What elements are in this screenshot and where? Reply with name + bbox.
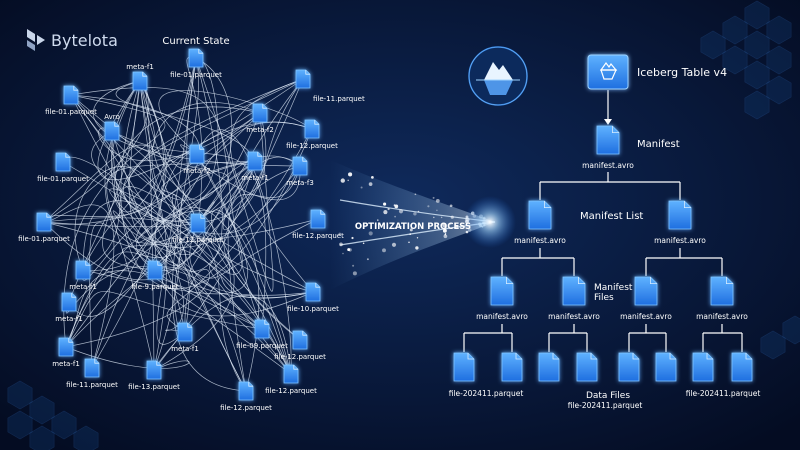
file-icon: [75, 260, 91, 280]
manifest-list-label: Manifest List: [580, 211, 643, 222]
file-icon: [304, 119, 320, 139]
file-label: file-09.parquet: [236, 342, 288, 350]
file-icon: [61, 292, 77, 312]
manifest-file-icon: [596, 125, 620, 155]
file-label: file-01.parquet: [37, 175, 89, 183]
file-icon: [247, 151, 263, 171]
file-label: file-9.parquet: [131, 283, 179, 291]
file-icon: [36, 212, 52, 232]
data-file-icon: [618, 352, 640, 382]
file-icon: [55, 152, 71, 172]
file-icon: [292, 156, 308, 176]
file-label: meta-f1: [69, 283, 97, 291]
file-label: meta-f1: [55, 315, 83, 323]
file-label: meta-f2: [183, 167, 211, 175]
tangled-connections: [43, 56, 319, 392]
file-label: meta-f1: [52, 360, 80, 368]
file-label: file-01.parquet: [18, 235, 70, 243]
manifest-files-file-icon: [710, 276, 734, 306]
manifest-file-label: manifest.avro: [582, 161, 634, 170]
file-icon: [189, 144, 205, 164]
bytelota-logo-icon: [27, 29, 45, 51]
data-file-label: file-202411.parquet: [686, 389, 761, 398]
manifest-files-file-icon: [562, 276, 586, 306]
file-icon: [292, 330, 308, 350]
manifest-files-file-label: manifest.avro: [696, 312, 748, 321]
manifest-list-file-label: manifest.avro: [514, 236, 566, 245]
file-label: file-12.parquet: [220, 404, 272, 412]
manifest-list-file-icon: [528, 200, 552, 230]
data-file-icon: [501, 352, 523, 382]
file-icon: [188, 48, 204, 68]
file-icon: [295, 69, 311, 89]
data-file-icon: [692, 352, 714, 382]
file-label: file-10.parquet: [287, 305, 339, 313]
file-label: file-11.parquet: [66, 381, 118, 389]
iceberg-badge-icon: [468, 46, 528, 106]
data-file-icon: [538, 352, 560, 382]
data-files-label: Data Files: [586, 391, 630, 401]
file-label: Avro: [104, 113, 120, 121]
file-icon: [254, 319, 270, 339]
file-icon: [63, 85, 79, 105]
file-icon: [58, 337, 74, 357]
file-icon: [252, 103, 268, 123]
left-file-cluster: file-01.parquet file-11.parquet meta-f1 fil…: [18, 48, 365, 412]
brand-name: Bytelota: [51, 31, 118, 50]
brand-logo: Bytelota: [27, 29, 118, 51]
file-label: meta-f3: [286, 179, 314, 187]
energy-burst: [464, 196, 516, 248]
file-label: file-12.parquet: [172, 236, 224, 244]
data-file-icon: [453, 352, 475, 382]
manifest-files-file-label: manifest.avro: [476, 312, 528, 321]
data-file-icon: [655, 352, 677, 382]
optimization-stream: [330, 160, 516, 290]
manifest-files-file-icon: [634, 276, 658, 306]
current-state-title: Current State: [162, 36, 229, 47]
iceberg-tree: manifest.avro manifest.avro manifest.avro m…: [449, 125, 761, 410]
file-icon: [190, 213, 206, 233]
manifest-files-file-icon: [490, 276, 514, 306]
file-icon: [283, 364, 299, 384]
file-icon: [132, 71, 148, 91]
file-label: file-12.parquet: [286, 142, 338, 150]
file-icon: [177, 322, 193, 342]
file-icon: [305, 282, 321, 302]
data-file-icon: [731, 352, 753, 382]
manifest-files-file-label: manifest.avro: [548, 312, 600, 321]
file-label: meta-f2: [246, 126, 274, 134]
file-icon: [238, 381, 254, 401]
file-icon: [104, 121, 120, 141]
file-label: file-11.parquet: [313, 95, 365, 103]
iceberg-table-node: Iceberg Table v4: [587, 54, 727, 90]
file-label: meta-f1: [241, 174, 269, 182]
file-label: file-12.parquet: [274, 353, 326, 361]
file-label: file-12.parquet: [265, 387, 317, 395]
iceberg-icon: [599, 61, 618, 80]
file-label: file-12.parquet: [292, 232, 344, 240]
tree-connectors: [463, 90, 743, 352]
file-icon: [147, 260, 163, 280]
manifest-label: Manifest: [637, 139, 680, 150]
file-icon: [310, 209, 326, 229]
manifest-files-label: Manifest Files: [594, 283, 635, 303]
process-label: OPTIMIZATION PROCESS: [355, 222, 471, 232]
file-label: meta-f1: [171, 345, 199, 353]
file-icon: [84, 358, 100, 378]
file-label: file-01.parquet: [170, 71, 222, 79]
iceberg-table-label: Iceberg Table v4: [637, 66, 727, 79]
manifest-files-file-label: manifest.avro: [620, 312, 672, 321]
hex-pattern: [7, 0, 800, 450]
data-file-label: file-202411.parquet: [568, 401, 643, 410]
data-file-label: file-202411.parquet: [449, 389, 524, 398]
data-file-icon: [576, 352, 598, 382]
manifest-list-file-label: manifest.avro: [654, 236, 706, 245]
manifest-list-file-icon: [668, 200, 692, 230]
file-label: meta-f1: [126, 63, 154, 71]
file-label: file-13.parquet: [128, 383, 180, 391]
file-label: file-01.parquet: [45, 108, 97, 116]
file-icon: [146, 360, 162, 380]
